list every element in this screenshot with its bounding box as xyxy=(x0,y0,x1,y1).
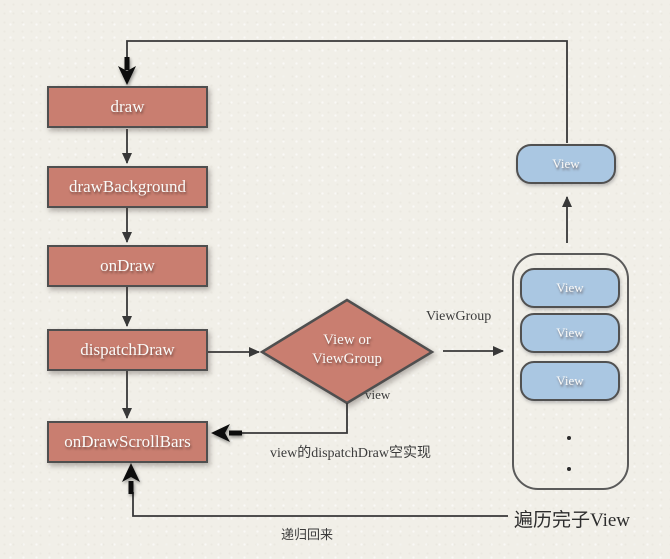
node-dispatchdraw: dispatchDraw xyxy=(47,329,208,371)
child-view-1-label: View xyxy=(556,280,584,295)
child-view-2: View xyxy=(520,313,620,353)
thick-arrow-into-ondrawscrollbars-right xyxy=(211,424,242,442)
node-view-result: View xyxy=(516,144,616,184)
decision-diamond-label: View or ViewGroup xyxy=(287,331,407,369)
child-view-2-label: View xyxy=(556,325,584,340)
node-ondrawscrollbars: onDrawScrollBars xyxy=(47,421,208,463)
node-draw: draw xyxy=(47,86,208,128)
thick-arrow-into-draw xyxy=(118,57,136,85)
label-empty-impl: view的dispatchDraw空实现 xyxy=(270,446,431,461)
node-drawbackground: drawBackground xyxy=(47,166,208,208)
edge-decision-to-ondrawscrollbars xyxy=(240,403,348,434)
label-traverse-done: 遍历完子View xyxy=(514,510,631,531)
thick-arrow-into-ondrawscrollbars-bottom xyxy=(122,463,140,494)
child-view-3: View xyxy=(520,361,620,401)
ellipsis-dot-2 xyxy=(567,467,571,471)
node-dispatchdraw-label: dispatchDraw xyxy=(80,340,175,359)
node-ondraw: onDraw xyxy=(47,245,208,287)
decision-diamond-shape xyxy=(259,298,435,405)
viewgroup-children-frame xyxy=(512,253,629,490)
child-view-3-label: View xyxy=(556,373,584,388)
label-view-branch: view xyxy=(365,387,391,402)
node-ondraw-label: onDraw xyxy=(100,256,155,275)
label-viewgroup-branch: ViewGroup xyxy=(426,309,492,324)
node-ondrawscrollbars-label: onDrawScrollBars xyxy=(64,432,191,451)
node-view-result-label: View xyxy=(552,156,580,171)
decision-line2: ViewGroup xyxy=(312,351,382,367)
edge-view-to-draw-loop xyxy=(126,40,568,143)
child-view-1: View xyxy=(520,268,620,308)
node-drawbackground-label: drawBackground xyxy=(68,177,187,196)
edge-recursion-return xyxy=(132,492,508,517)
label-recursion-back: 递归回来 xyxy=(281,527,334,542)
decision-line1: View or xyxy=(323,332,371,348)
node-draw-label: draw xyxy=(110,97,145,116)
ellipsis-dot-1 xyxy=(567,436,571,440)
